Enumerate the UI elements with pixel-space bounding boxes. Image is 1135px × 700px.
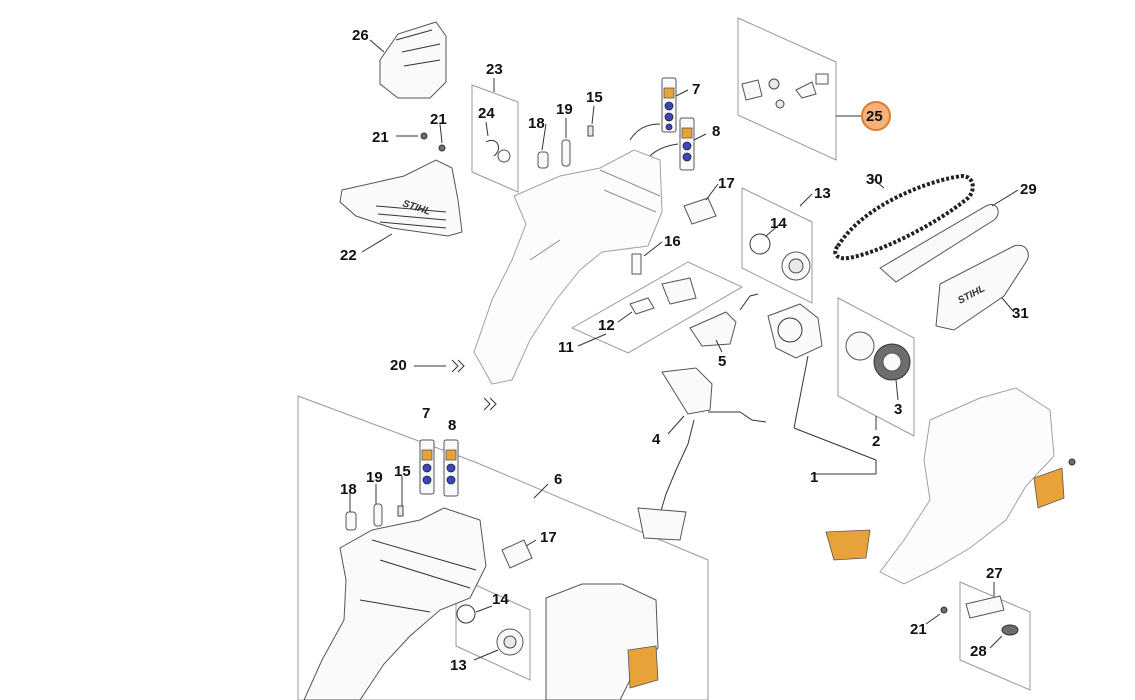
part-tool-27 (965, 595, 1019, 636)
frame-group-2 (837, 297, 915, 437)
callout-15[interactable]: 15 (586, 89, 603, 106)
part-handle-cover-26 (379, 21, 447, 99)
part-fitting-18 (537, 151, 549, 169)
frame-group-11 (570, 261, 744, 354)
part-side-cover-22: STIHL (339, 159, 463, 237)
callout-1[interactable]: 1 (810, 469, 818, 486)
part-pin-19 (561, 139, 571, 167)
part-switch-12 (629, 277, 697, 315)
part-screw-21c (940, 606, 948, 614)
callout-16[interactable]: 16 (664, 233, 681, 250)
callout-4[interactable]: 4 (652, 431, 661, 448)
frame-group-27 (959, 581, 1031, 691)
part-housing-6b (545, 583, 659, 700)
callout-8b[interactable]: 8 (448, 417, 456, 434)
frame-group-25 (737, 17, 837, 161)
callout-31[interactable]: 31 (1012, 305, 1029, 322)
part-pin-15b (397, 505, 404, 517)
part-screw-21a (396, 132, 428, 140)
part-warning-label-right (1033, 467, 1065, 509)
callout-13[interactable]: 13 (814, 185, 831, 202)
part-clip-20b (483, 397, 497, 411)
callout-12[interactable]: 12 (598, 317, 615, 334)
callout-14b[interactable]: 14 (492, 591, 509, 608)
part-label-8b (443, 439, 459, 497)
callout-2[interactable]: 2 (872, 433, 880, 450)
part-screw-right (1068, 458, 1076, 466)
part-screw-21b (438, 123, 446, 152)
part-chain-30 (833, 173, 975, 261)
callout-18[interactable]: 18 (528, 115, 545, 132)
part-fitting-18b (345, 511, 357, 531)
part-sprocket-3 (845, 331, 911, 381)
part-pin-19b (373, 503, 383, 527)
callout-7b[interactable]: 7 (422, 405, 430, 422)
part-oring-14b (456, 604, 476, 624)
callout-27[interactable]: 27 (986, 565, 1003, 582)
part-harness-4 (637, 367, 767, 541)
callout-28[interactable]: 28 (970, 643, 987, 660)
callout-26[interactable]: 26 (352, 27, 369, 44)
callout-23[interactable]: 23 (486, 61, 503, 78)
callout-13b[interactable]: 13 (450, 657, 467, 674)
part-label-7 (661, 77, 677, 133)
callout-24[interactable]: 24 (478, 105, 495, 122)
part-sleeve-17 (683, 197, 717, 225)
part-switch-5 (689, 293, 759, 347)
part-kit-25 (741, 73, 829, 109)
part-clip-24 (485, 140, 511, 163)
callout-19b[interactable]: 19 (366, 469, 383, 486)
callout-21c[interactable]: 21 (910, 621, 927, 638)
callout-15b[interactable]: 15 (394, 463, 411, 480)
part-warning-label-mid (825, 529, 871, 561)
frame-group-13b (455, 575, 531, 681)
callout-22[interactable]: 22 (340, 247, 357, 264)
part-housing-ghost (473, 149, 663, 385)
part-label-7b (419, 439, 435, 495)
part-housing-right-ghost (879, 387, 1055, 585)
part-clip-20 (451, 359, 465, 373)
part-guide-bar-29 (879, 204, 999, 283)
part-housing-6 (303, 507, 487, 700)
part-label-8 (679, 117, 695, 171)
callout-25-highlight[interactable] (861, 101, 891, 131)
part-bar-cover-31: STIHL (935, 244, 1029, 331)
callout-6[interactable]: 6 (554, 471, 562, 488)
callout-21b[interactable]: 21 (430, 111, 447, 128)
callout-30[interactable]: 30 (866, 171, 883, 188)
callout-14[interactable]: 14 (770, 215, 787, 232)
part-sleeve-17b (501, 539, 533, 569)
callout-17b[interactable]: 17 (540, 529, 557, 546)
part-pin-15 (587, 125, 594, 137)
callout-18b[interactable]: 18 (340, 481, 357, 498)
callout-8[interactable]: 8 (712, 123, 720, 140)
callout-29[interactable]: 29 (1020, 181, 1037, 198)
callout-19[interactable]: 19 (556, 101, 573, 118)
frame-group-23 (471, 84, 519, 193)
part-motor-13b (496, 628, 524, 656)
callout-25[interactable]: 25 (866, 108, 883, 125)
callout-11[interactable]: 11 (558, 339, 574, 356)
frame-group-13 (741, 187, 813, 304)
callout-5[interactable]: 5 (718, 353, 726, 370)
callout-3[interactable]: 3 (894, 401, 902, 418)
callout-21a[interactable]: 21 (372, 129, 389, 146)
callout-7[interactable]: 7 (692, 81, 700, 98)
part-fitting-16 (631, 253, 642, 275)
part-motor-assembly (767, 303, 823, 359)
leader-lines (349, 39, 1019, 661)
callout-17[interactable]: 17 (718, 175, 735, 192)
part-motor-13 (749, 233, 811, 281)
callout-20[interactable]: 20 (390, 357, 407, 374)
